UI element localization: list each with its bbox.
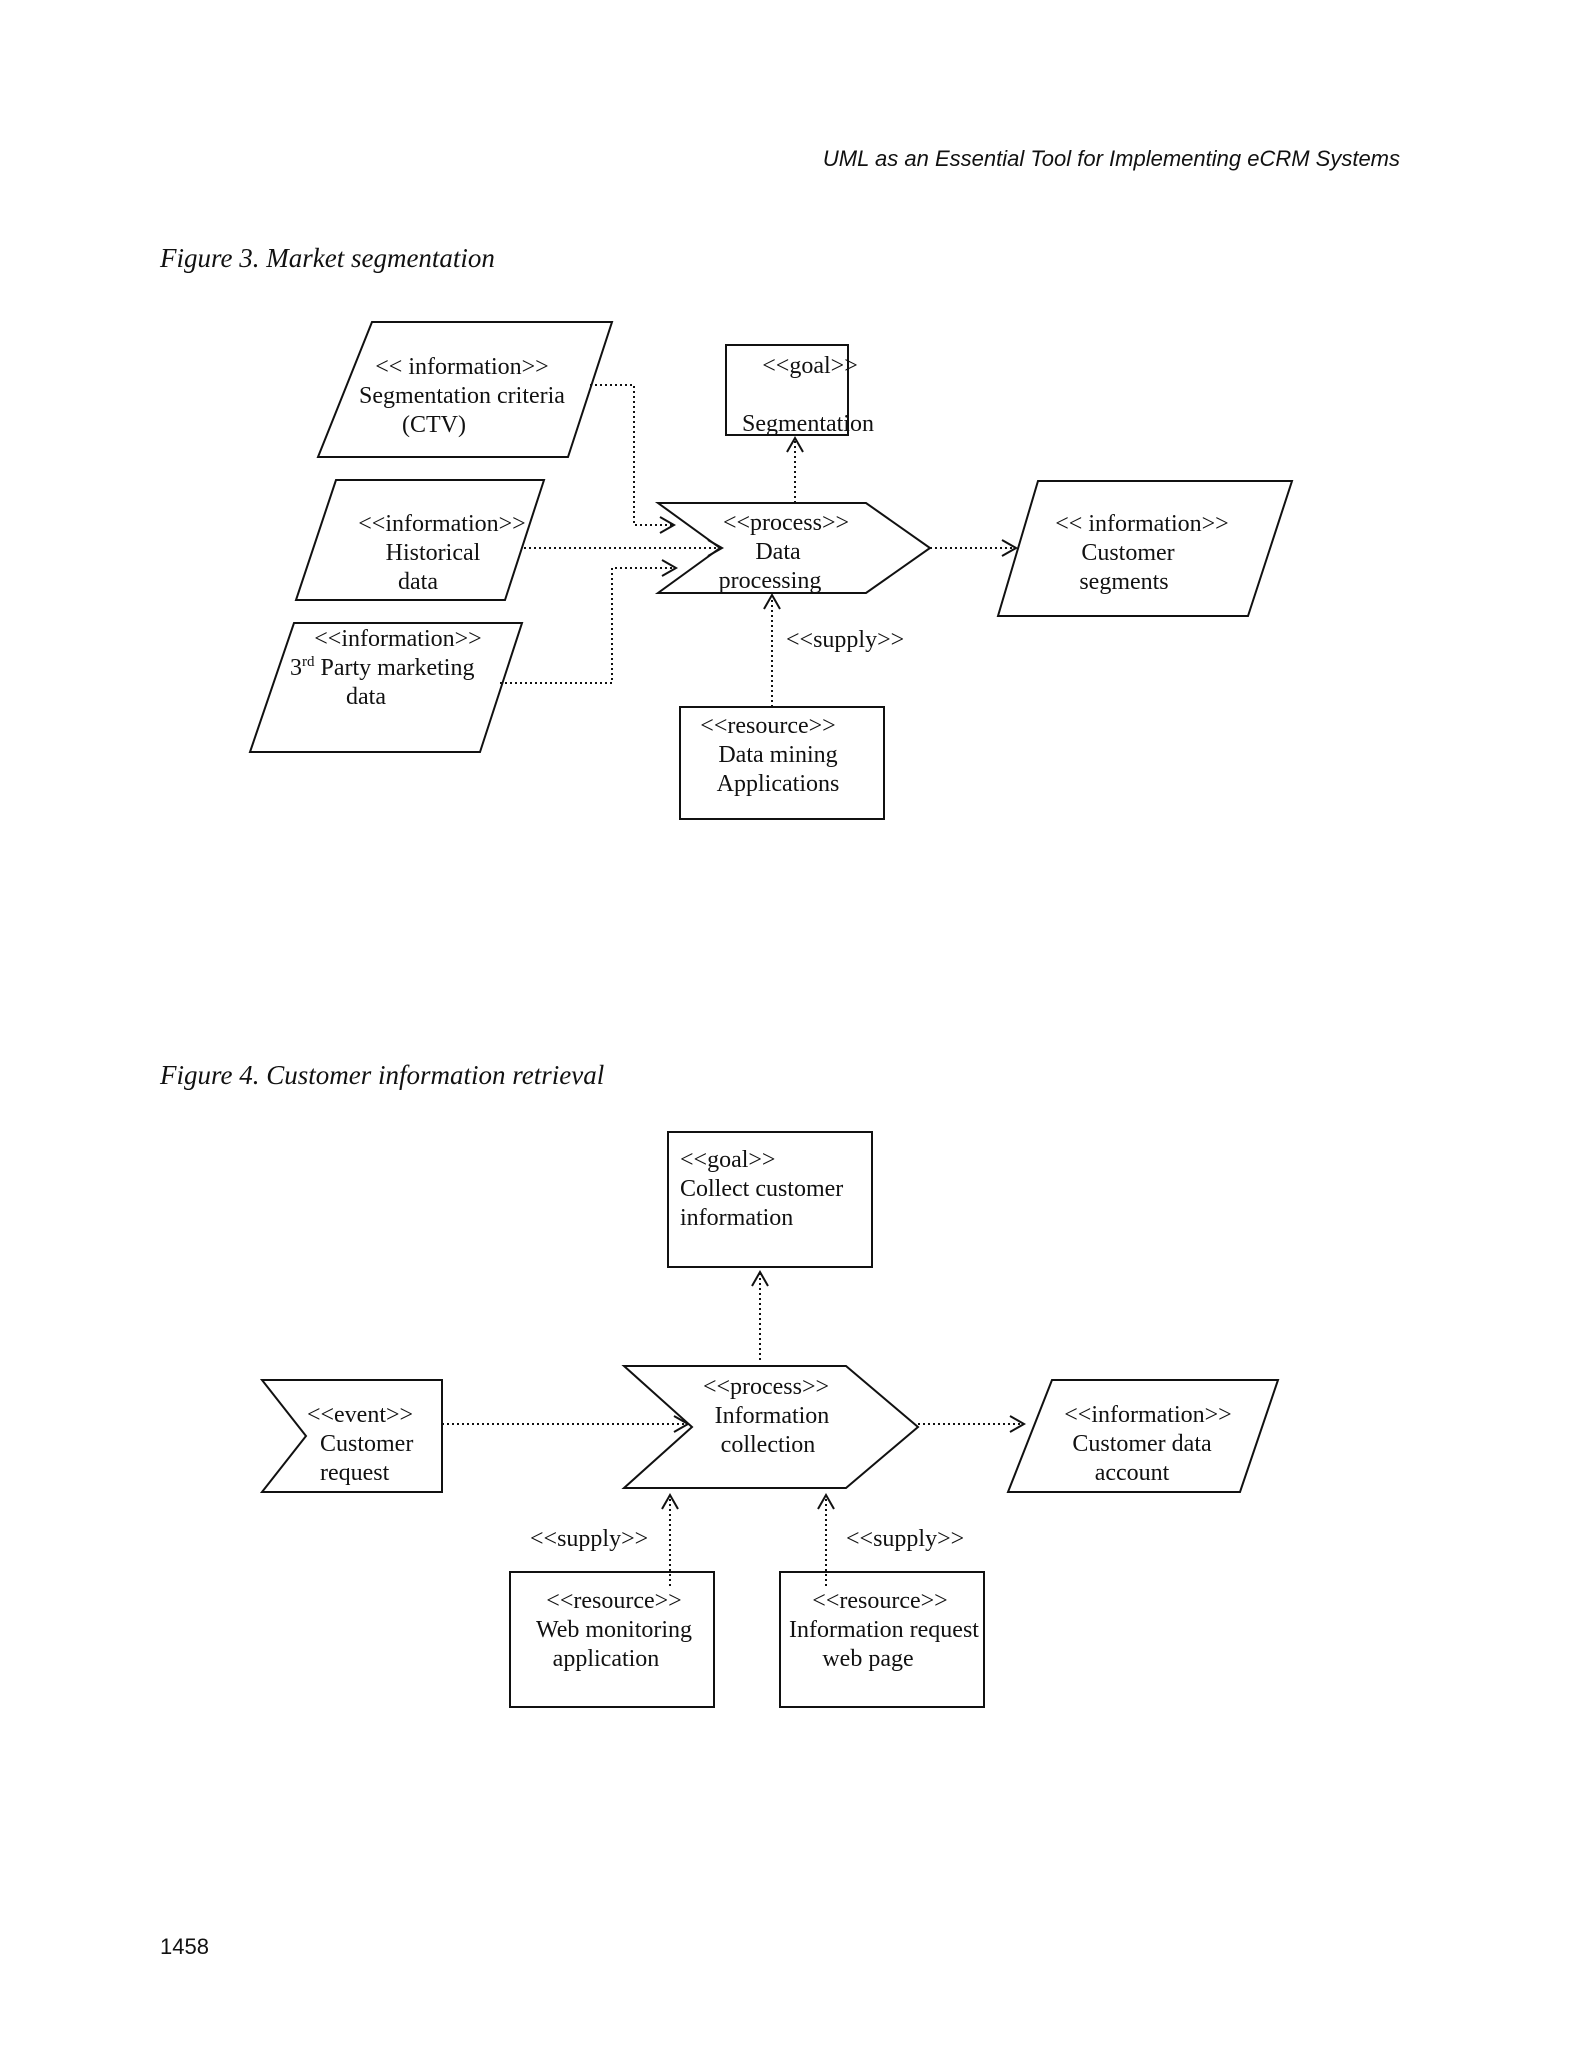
info-stereotype: <<information>> [1064, 1402, 1231, 1428]
process-stereotype: <<process>> [723, 510, 849, 536]
info-label-line2: segments [1079, 569, 1168, 595]
goal-collect-customer-information: <<goal>> Collect customer information [667, 1131, 873, 1268]
resource-stereotype: <<resource>> [700, 713, 835, 739]
info-third-party-data: <<information>> 3rd Party marketing data [248, 622, 524, 753]
info-customer-segments: << information>> Customer segments [996, 480, 1294, 617]
goal-label-line2: information [680, 1205, 793, 1231]
supply-label: <<supply>> [786, 627, 904, 653]
info-label-line1: Customer [1081, 540, 1174, 566]
goal-label: Segmentation [742, 411, 874, 437]
goal-stereotype: <<goal>> [762, 353, 857, 379]
process-label-line1: Information [715, 1403, 830, 1429]
info-customer-data-account: <<information>> Customer data account [1006, 1379, 1280, 1493]
info-label-line1: 3rd Party marketing [290, 654, 474, 681]
info-label-line2: data [346, 684, 386, 710]
info-stereotype: << information>> [1055, 511, 1228, 537]
info-stereotype: << information>> [375, 354, 548, 380]
info-label-line1: Customer data [1072, 1431, 1212, 1457]
figure-3-diagram: << information>> Segmentation criteria (… [248, 321, 1294, 820]
figure-3-caption: Figure 3. Market segmentation [160, 243, 495, 273]
info-label-line2: account [1095, 1460, 1170, 1486]
process-label-line2: processing [719, 568, 822, 594]
resource-stereotype: <<resource>> [546, 1588, 681, 1614]
event-label-line2: request [320, 1460, 390, 1486]
goal-stereotype: <<goal>> [680, 1147, 775, 1173]
dependency-arrow [590, 384, 672, 526]
info-label-line2: (CTV) [402, 412, 466, 438]
info-historical-data: <<information>> Historical data [294, 479, 546, 601]
resource-information-request-page: <<resource>> Information request web pag… [779, 1571, 985, 1708]
figure-4-caption: Figure 4. Customer information retrieval [160, 1060, 605, 1090]
process-stereotype: <<process>> [703, 1374, 829, 1400]
process-data-processing: <<process>> Data processing [654, 502, 932, 594]
info-segmentation-criteria: << information>> Segmentation criteria (… [316, 321, 614, 458]
info-label-line1: Segmentation criteria [359, 383, 565, 409]
running-header: UML as an Essential Tool for Implementin… [822, 146, 1400, 171]
resource-label-line2: application [553, 1646, 660, 1672]
figure-3-connectors [500, 384, 1019, 707]
resource-label-line2: web page [822, 1646, 913, 1672]
page-number: 1458 [160, 1934, 209, 1959]
figure-4-diagram: <<goal>> Collect customer information <<… [259, 1131, 1280, 1708]
goal-segmentation: <<goal>> Segmentation [725, 344, 874, 437]
supply-label-left: <<supply>> [530, 1526, 648, 1552]
event-stereotype: <<event>> [307, 1402, 413, 1428]
resource-label-line2: Applications [717, 771, 840, 797]
resource-label-line1: Information request [789, 1617, 979, 1643]
event-label-line1: Customer [320, 1431, 413, 1457]
event-customer-request: <<event>> Customer request [259, 1379, 443, 1493]
dependency-arrow [500, 567, 676, 684]
process-label-line1: Data [755, 539, 801, 565]
resource-label-line1: Data mining [718, 742, 837, 768]
supply-label-right: <<supply>> [846, 1526, 964, 1552]
resource-web-monitoring: <<resource>> Web monitoring application [509, 1571, 715, 1708]
info-stereotype: <<information>> [314, 626, 481, 652]
info-label-line1: Historical [386, 540, 481, 566]
info-stereotype: <<information>> [358, 511, 525, 537]
resource-stereotype: <<resource>> [812, 1588, 947, 1614]
process-information-collection: <<process>> Information collection [621, 1365, 920, 1489]
info-label-line2: data [398, 569, 438, 595]
goal-label-line1: Collect customer [680, 1176, 843, 1202]
resource-data-mining: <<resource>> Data mining Applications [679, 706, 885, 820]
process-label-line2: collection [721, 1432, 816, 1458]
resource-label-line1: Web monitoring [536, 1617, 692, 1643]
figure-4-connectors [442, 1269, 1027, 1586]
